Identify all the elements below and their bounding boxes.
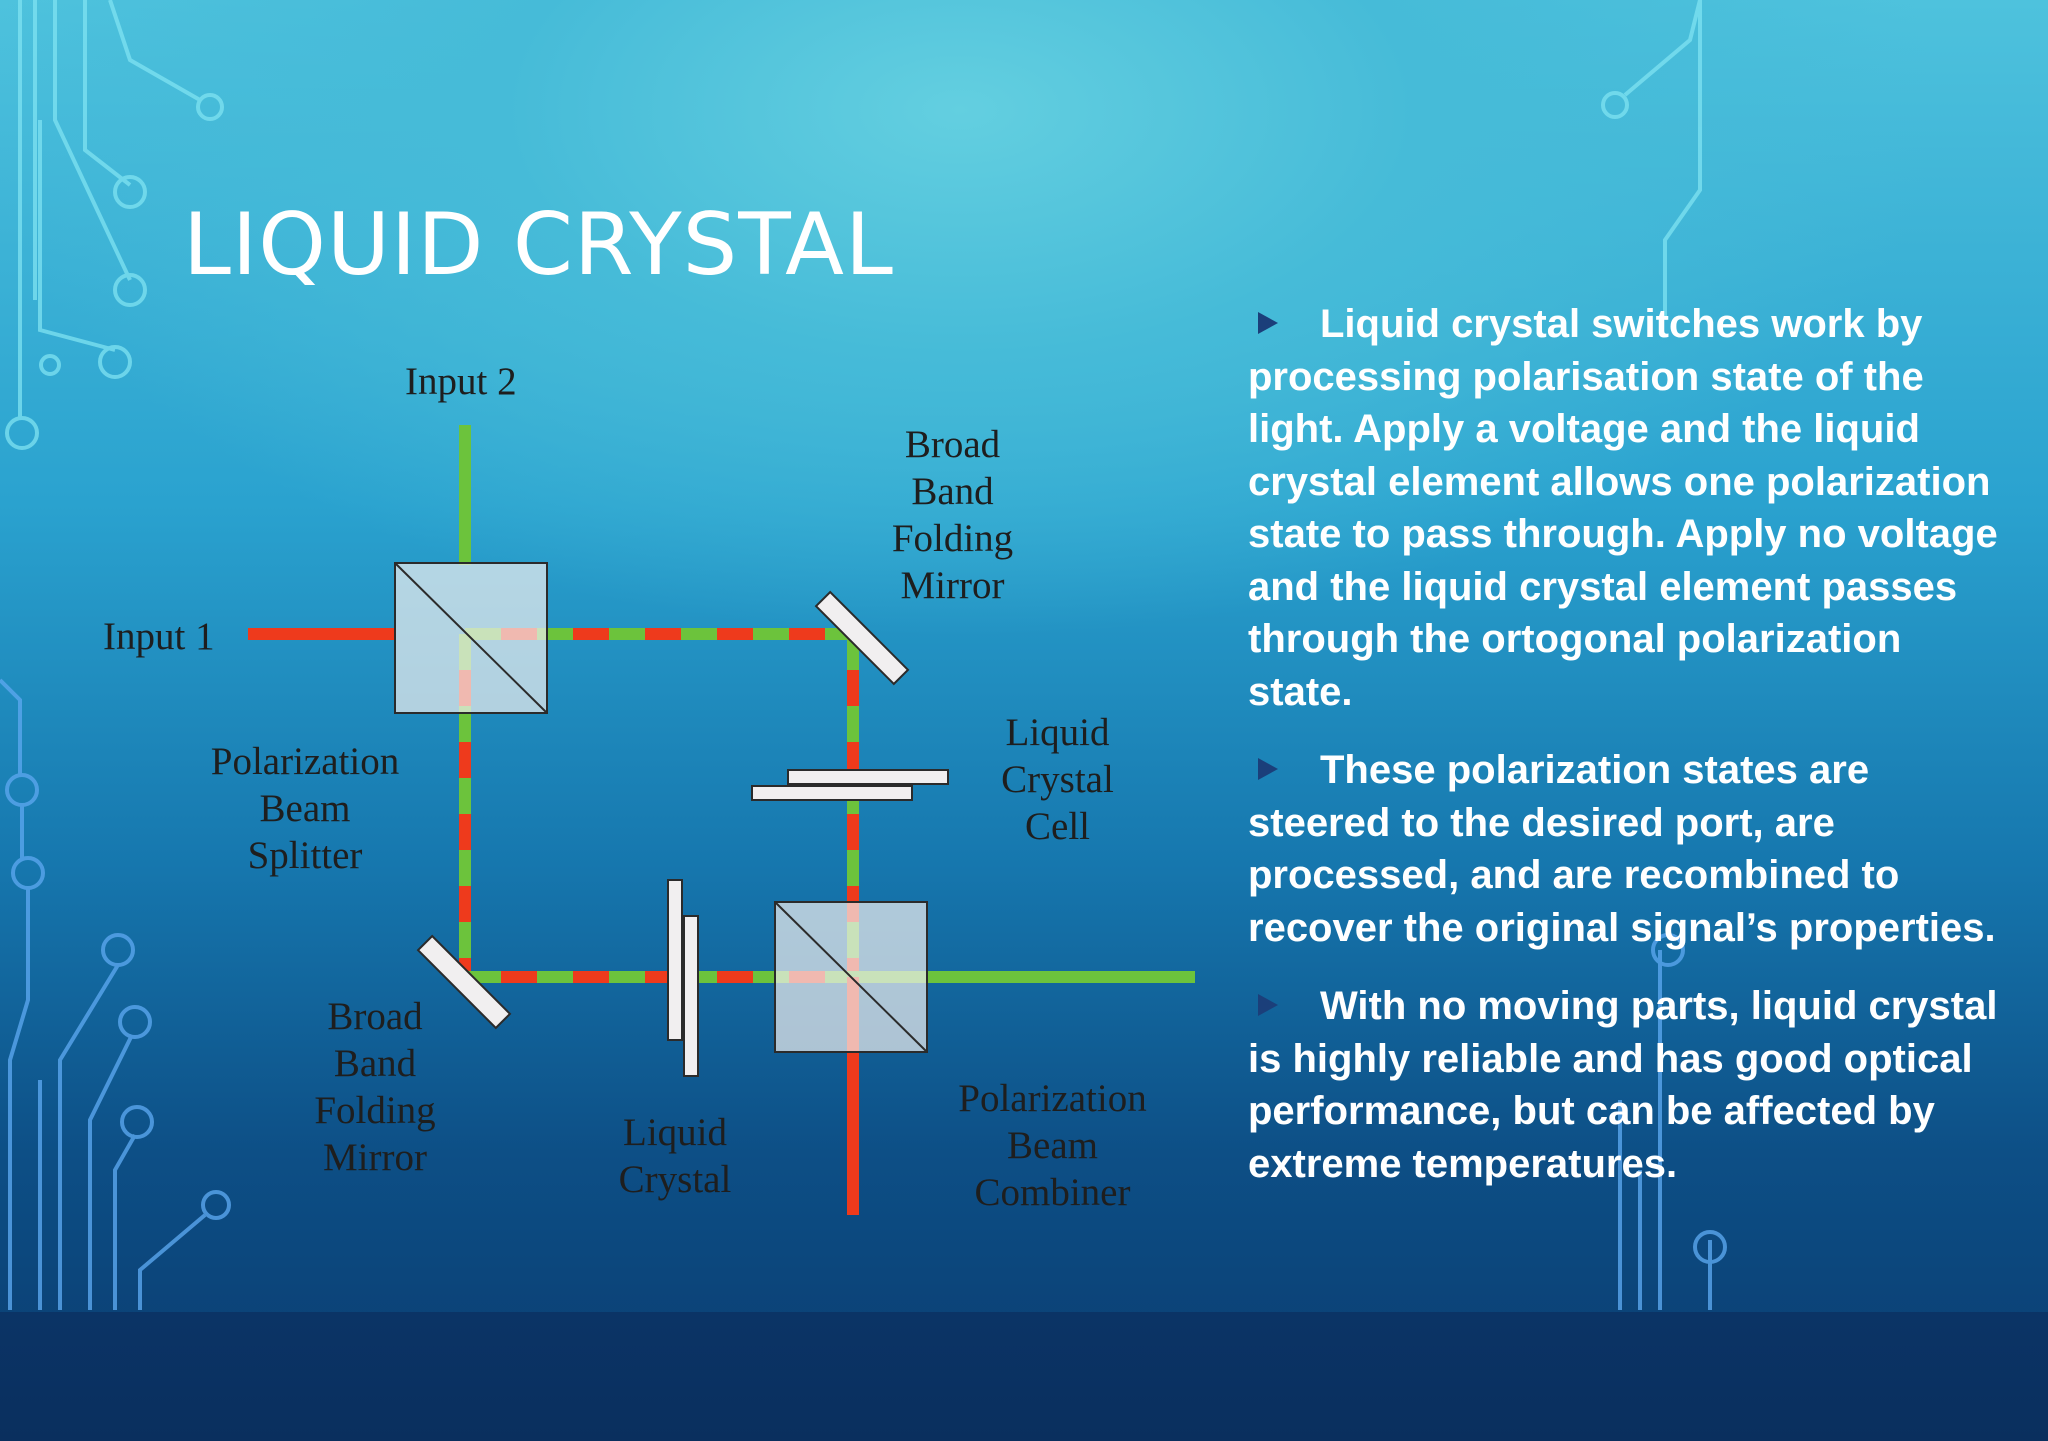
label-lc-cell-right: Liquid Crystal Cell <box>1001 711 1114 848</box>
bullet-item: With no moving parts, liquid crystal is … <box>1248 984 1998 1186</box>
folding-mirror-top <box>814 590 910 686</box>
lc-cell-right <box>751 769 949 801</box>
beam-combiner-cube <box>774 901 928 1053</box>
bullet-list: Liquid crystal switches work by processi… <box>1248 298 2008 1216</box>
triangle-right-icon <box>1258 312 1278 335</box>
label-folding-mirror-top: Broad Band Folding Mirror <box>891 423 1014 607</box>
label-beam-combiner: Polarization Beam Combiner <box>958 1077 1147 1214</box>
triangle-right-icon <box>1258 994 1278 1017</box>
beam-splitter-cube <box>394 562 548 714</box>
label-input-2: Input 2 <box>405 360 517 403</box>
label-folding-mirror-bottom: Broad Band Folding Mirror <box>314 995 436 1179</box>
bullet-item: These polarization states are steered to… <box>1248 748 1996 950</box>
lc-cell-bottom <box>667 879 699 1077</box>
label-beam-splitter: Polarization Beam Splitter <box>210 740 400 877</box>
slide-title: LIQUID CRYSTAL <box>183 195 894 295</box>
triangle-right-icon <box>1258 758 1278 781</box>
bottom-band <box>0 1312 2048 1441</box>
bullet-item: Liquid crystal switches work by processi… <box>1248 302 1998 714</box>
label-input-1: Input 1 <box>103 615 215 658</box>
folding-mirror-bottom <box>416 934 512 1030</box>
label-lc-cell-bottom: Liquid Crystal <box>618 1111 732 1201</box>
